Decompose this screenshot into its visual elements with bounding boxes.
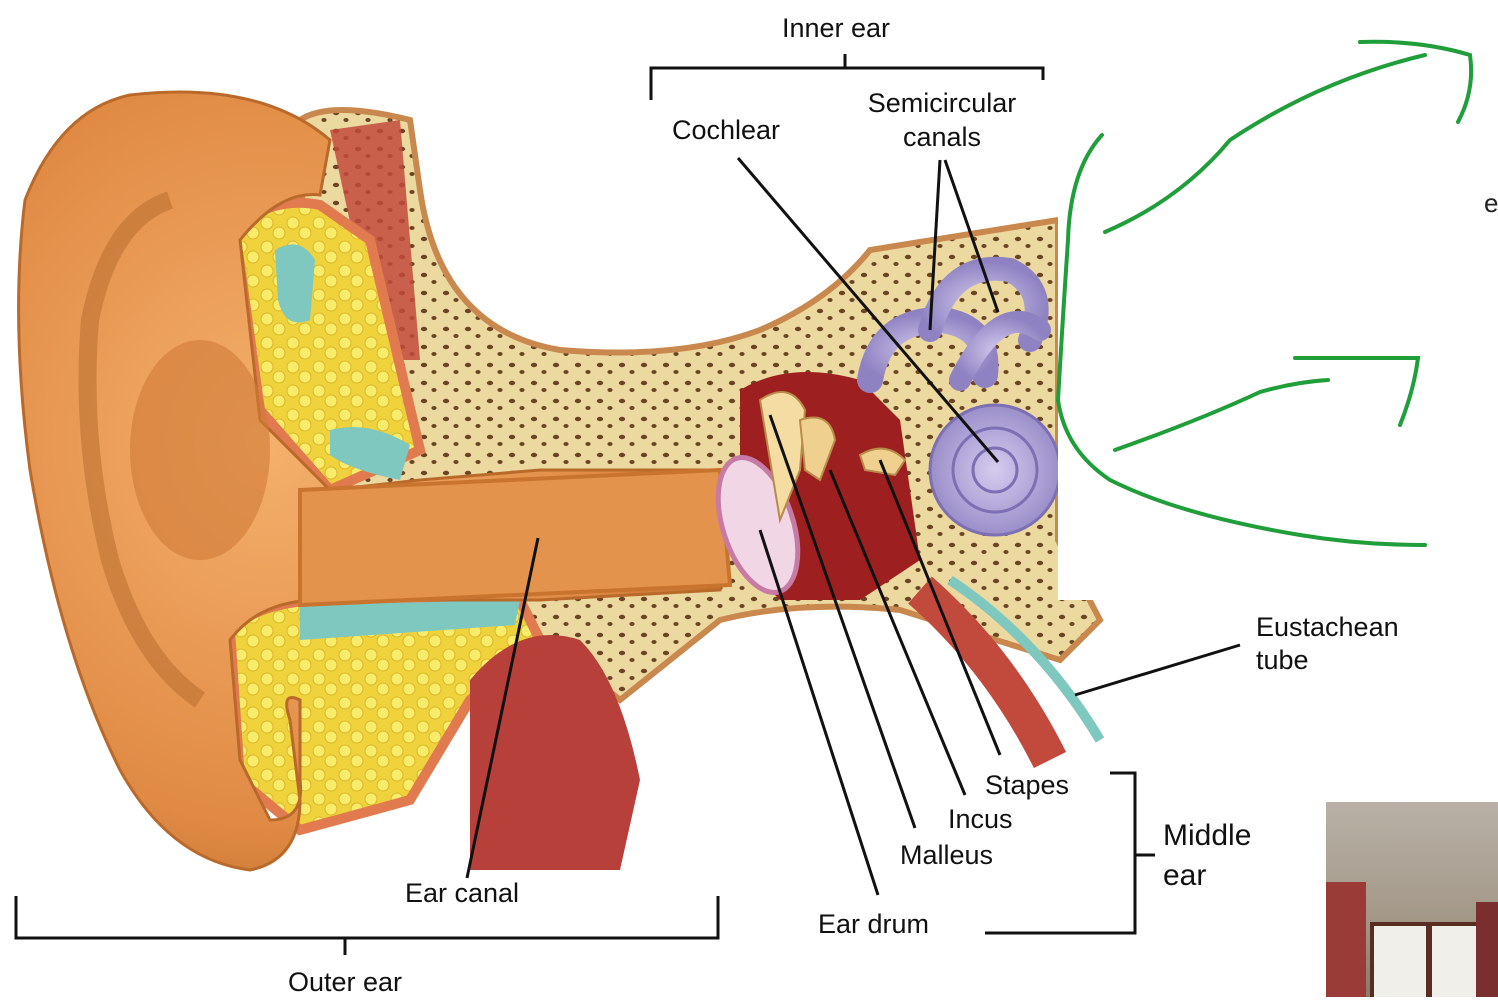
label-inner-ear: Inner ear bbox=[782, 13, 890, 43]
webcam-curtain-right bbox=[1476, 902, 1498, 997]
label-incus: Incus bbox=[948, 804, 1013, 834]
concha bbox=[130, 340, 270, 560]
webcam-overlay bbox=[1326, 802, 1498, 997]
webcam-window bbox=[1370, 922, 1488, 997]
label-semicircular-line2: canals bbox=[903, 122, 981, 152]
label-outer-ear: Outer ear bbox=[288, 967, 402, 997]
eustachian-leader bbox=[1075, 645, 1240, 695]
cochlea-shape bbox=[930, 405, 1060, 535]
outer-ear-bracket bbox=[16, 896, 718, 938]
label-ear-drum: Ear drum bbox=[818, 909, 929, 939]
label-middle-ear-line2: ear bbox=[1163, 859, 1206, 892]
webcam-curtain-left bbox=[1326, 882, 1366, 997]
label-ear-canal: Ear canal bbox=[405, 878, 519, 908]
clipped-letter: e bbox=[1484, 188, 1498, 219]
white-area bbox=[1058, 0, 1498, 600]
label-stapes: Stapes bbox=[985, 770, 1069, 800]
label-middle-ear-line1: Middle bbox=[1163, 819, 1251, 852]
label-semicircular-line1: Semicircular bbox=[868, 88, 1017, 118]
label-eustachian-line2: tube bbox=[1256, 645, 1309, 675]
label-eustachian-line1: Eustachean bbox=[1256, 612, 1399, 642]
label-cochlear: Cochlear bbox=[672, 115, 780, 145]
label-malleus: Malleus bbox=[900, 840, 993, 870]
ear-canal-tube bbox=[300, 470, 730, 605]
